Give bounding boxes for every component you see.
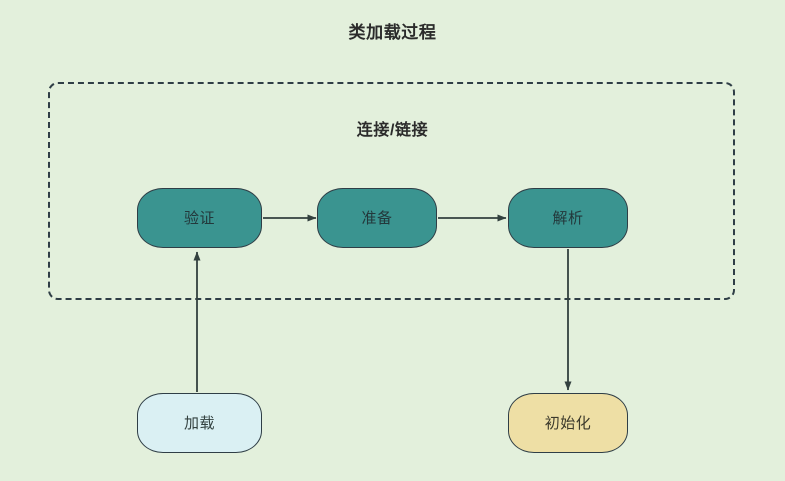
page-title: 类加载过程	[348, 23, 437, 42]
node-init[interactable]: 初始化	[508, 393, 628, 453]
node-resolve[interactable]: 解析	[508, 188, 628, 248]
node-prepare[interactable]: 准备	[317, 188, 437, 248]
node-prepare-label: 准备	[361, 209, 393, 227]
group-label-linking: 连接/链接	[356, 122, 429, 139]
node-verify[interactable]: 验证	[137, 188, 262, 248]
node-load[interactable]: 加载	[137, 393, 262, 453]
node-load-label: 加载	[183, 414, 215, 432]
node-resolve-label: 解析	[552, 209, 584, 227]
group-box-linking	[48, 82, 735, 300]
node-init-label: 初始化	[544, 414, 592, 432]
node-verify-label: 验证	[183, 209, 215, 227]
